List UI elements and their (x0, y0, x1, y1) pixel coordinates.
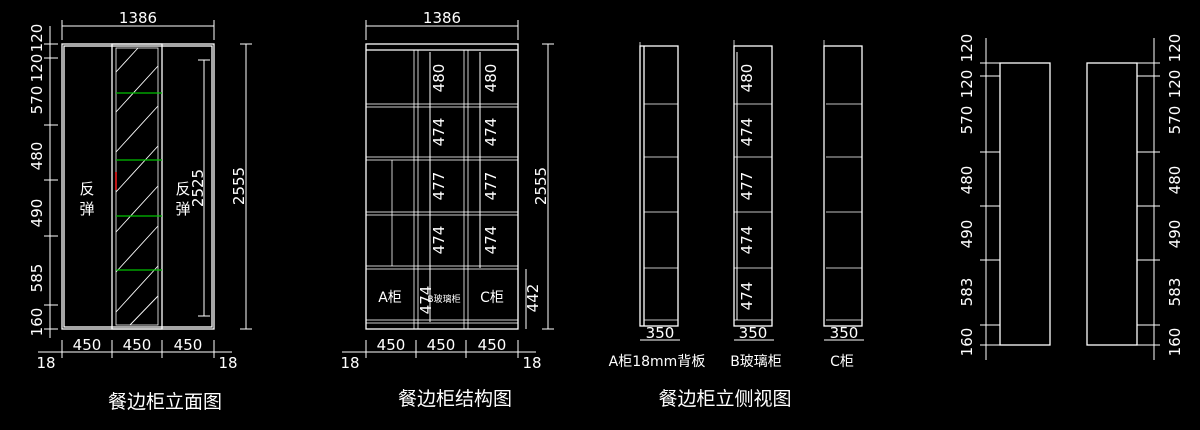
left-dim-labels: 120 120 570 480 490 585 160 (28, 24, 46, 337)
dim-label: 120 (28, 24, 46, 53)
label-a-cabinet: A柜 (378, 290, 402, 306)
side-b-dim: 480 (738, 64, 756, 93)
side-a-depth: 350 (646, 324, 675, 342)
side-panels: 120 120 570 480 490 583 160 120 120 570 … (958, 34, 1184, 360)
structure-caption: 餐边柜结构图 (398, 388, 512, 410)
edge-right-label: 18 (218, 354, 237, 372)
structure-edge-left: 18 (340, 354, 359, 372)
right-door-text: 弹 (175, 200, 190, 218)
left-dim-ticks (44, 43, 58, 330)
side-views: 350 A柜18mm背板 480 474 477 474 474 350 B玻璃… (609, 40, 864, 410)
structure-edge-right: 18 (522, 354, 541, 372)
front-width-label: 1386 (119, 9, 157, 27)
left-door-text: 弹 (79, 200, 94, 218)
height-total-label: 2555 (230, 167, 248, 205)
structure-width-label: 1386 (423, 9, 461, 27)
panel-right-dim: 490 (1166, 220, 1184, 249)
side-b-label: B玻璃柜 (730, 353, 782, 370)
structure-bottom-label: 450 (427, 336, 456, 354)
column-divider (463, 49, 469, 330)
right-dim-label: 480 (482, 64, 500, 93)
side-panel-right (1086, 62, 1138, 346)
side-c-shelves (826, 103, 862, 321)
mid-dim-label: 480 (430, 64, 448, 93)
mid-dim-label: 474 (417, 286, 435, 315)
label-c-cabinet: C柜 (480, 290, 504, 306)
front-elevation-caption: 餐边柜立面图 (108, 391, 222, 413)
side-a-label: A柜18mm背板 (609, 354, 706, 370)
side-b-dim: 477 (738, 172, 756, 201)
panel-right-dim: 583 (1166, 278, 1184, 307)
panel-right-dim: 480 (1166, 166, 1184, 195)
panel-left-dim: 120 (958, 34, 976, 63)
mid-dim-label: 474 (430, 118, 448, 147)
side-b-depth: 350 (739, 324, 768, 342)
side-c-depth: 350 (830, 324, 859, 342)
panel-left-dim: 160 (958, 328, 976, 357)
column-divider (413, 49, 419, 330)
left-door-text: 反 (79, 180, 94, 198)
right-dim-label: 477 (482, 172, 500, 201)
side-b-dim: 474 (738, 282, 756, 311)
right-dim-label: 474 (482, 226, 500, 255)
shelves (365, 103, 519, 324)
structure-outline (365, 43, 519, 330)
bottom-dim-label: 450 (123, 336, 152, 354)
bottom-right-label: 442 (524, 284, 542, 313)
side-b-shelves (734, 103, 772, 321)
side-b-outline (733, 45, 773, 327)
panel-right-dim: 570 (1166, 106, 1184, 135)
side-b-dim: 474 (738, 118, 756, 147)
bottom-dim-label: 450 (73, 336, 102, 354)
bottom-dim-label: 450 (174, 336, 203, 354)
front-elevation: 1386 反 弹 反 弹 (28, 9, 252, 413)
side-a-outline (639, 45, 679, 327)
side-c-outline (823, 45, 863, 327)
mid-dim-label: 477 (430, 172, 448, 201)
edge-left-label: 18 (36, 354, 55, 372)
panel-right-dim: 120 (1166, 70, 1184, 99)
dim-label: 570 (28, 86, 46, 115)
glass-door (111, 43, 163, 330)
panel-left-dim: 480 (958, 166, 976, 195)
panel-left-dim: 490 (958, 220, 976, 249)
structure-height-label: 2555 (532, 167, 550, 205)
side-b-dim: 474 (738, 226, 756, 255)
right-dim-label: 474 (482, 118, 500, 147)
panel-left-dim: 120 (958, 70, 976, 99)
dim-label: 160 (28, 308, 46, 337)
side-view-caption: 餐边柜立侧视图 (658, 388, 791, 410)
panel-left-dim: 570 (958, 106, 976, 135)
front-cabinet-inner (63, 45, 213, 328)
panel-right-dim: 120 (1166, 34, 1184, 63)
right-door-text: 反 (175, 180, 190, 198)
panel-right-dim: 160 (1166, 328, 1184, 357)
dim-label: 480 (28, 142, 46, 171)
dim-label: 120 (28, 54, 46, 83)
label-b-cabinet: B玻璃柜 (427, 293, 460, 305)
dim-label: 490 (28, 199, 46, 228)
panel-left-dim: 583 (958, 278, 976, 307)
side-a-shelves (644, 103, 678, 321)
structure-bottom-label: 450 (478, 336, 507, 354)
side-c-label: C柜 (830, 354, 854, 370)
mid-dim-label: 474 (430, 226, 448, 255)
height-inner-label: 2525 (189, 169, 207, 207)
structure-bottom-label: 450 (377, 336, 406, 354)
side-panel-left (999, 62, 1051, 346)
glass-hatch (115, 47, 159, 326)
structure-view: 1386 480 474 477 474 474 480 474 (340, 9, 554, 410)
dim-label: 585 (28, 264, 46, 293)
